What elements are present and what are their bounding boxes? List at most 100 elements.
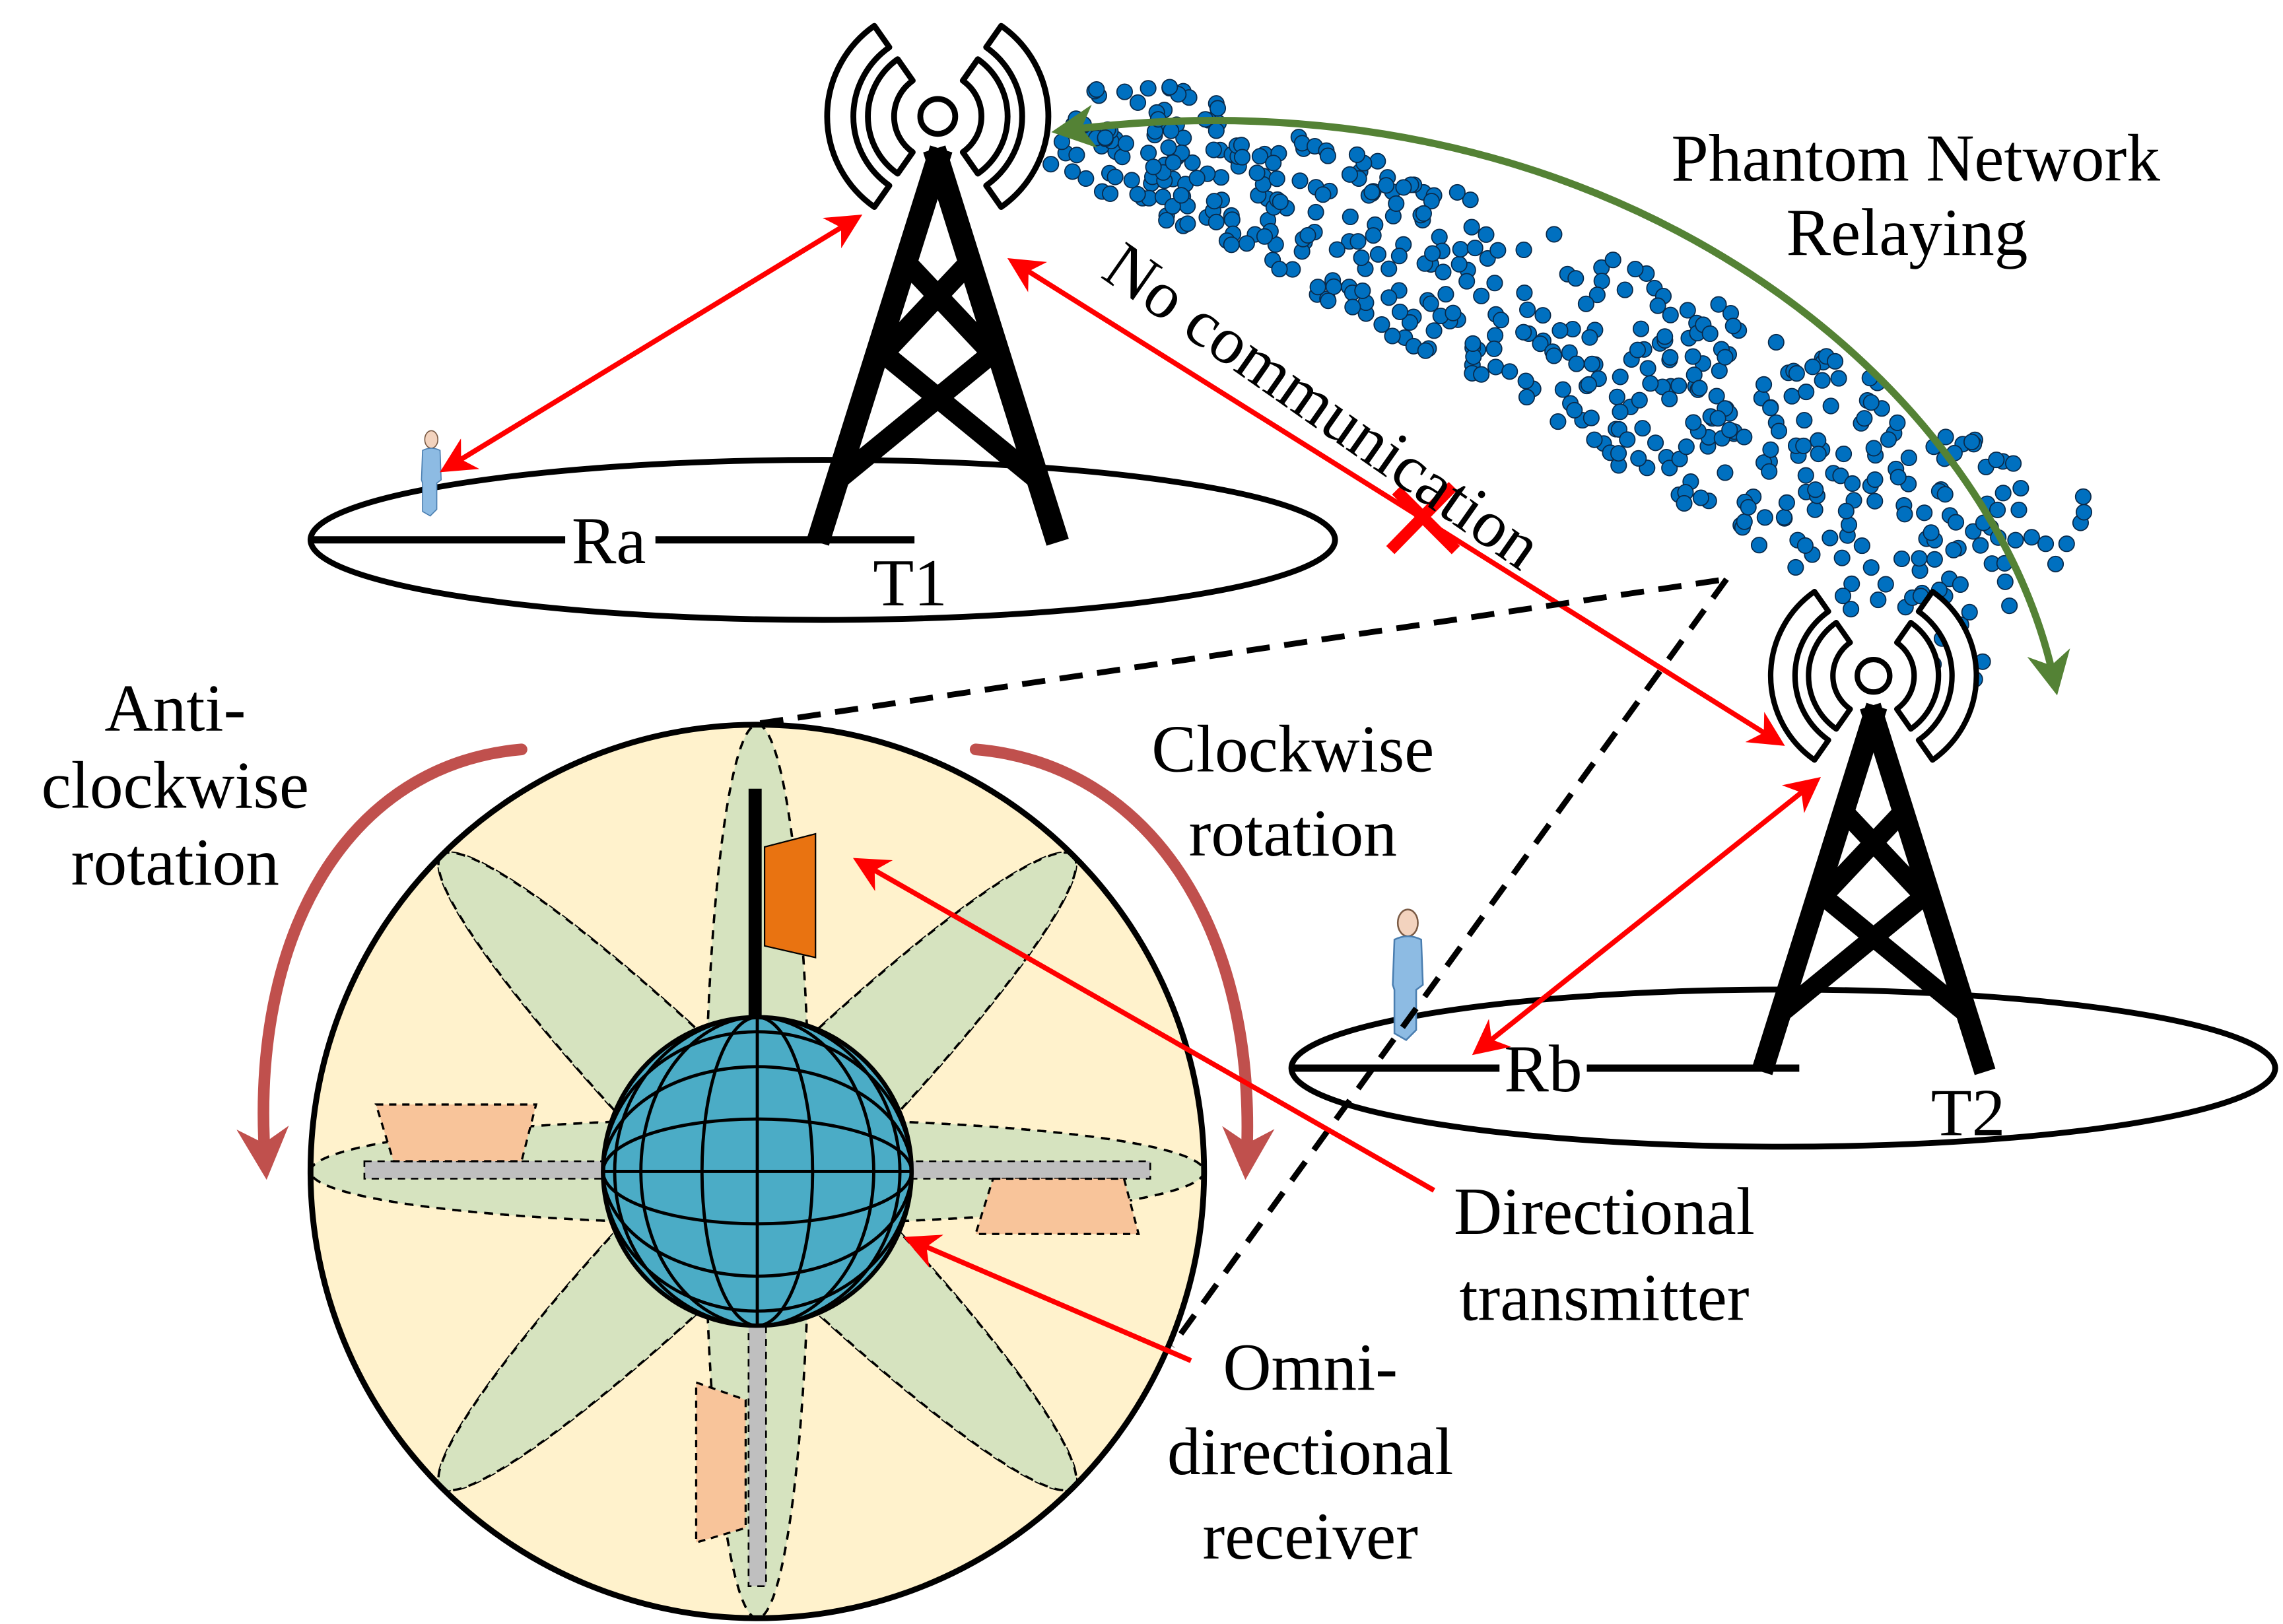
relay-node <box>1804 358 1822 376</box>
relay-node <box>1724 318 1742 335</box>
relay-node <box>1391 303 1409 320</box>
relay-node <box>1450 255 1468 273</box>
relay-node <box>1466 240 1483 257</box>
relay-node <box>1068 147 1085 164</box>
relay-node <box>1806 501 1823 518</box>
relay-node <box>1822 397 1839 415</box>
relay-node <box>1314 186 1332 203</box>
relay-node <box>1797 467 1814 484</box>
relay-node <box>1519 301 1536 318</box>
relay-node <box>1369 152 1386 170</box>
phantom-label-line2: Relaying <box>1786 195 2027 269</box>
omni-label-line1: Omni- <box>1223 1330 1398 1404</box>
relay-node <box>1807 481 1824 498</box>
relay-node <box>1487 358 1505 376</box>
relay-node <box>2074 488 2092 505</box>
blocked-x-icon <box>1386 482 1460 555</box>
relay-node <box>1833 549 1851 566</box>
relay-node <box>1501 363 1518 380</box>
relay-node <box>1395 179 1412 196</box>
relay-node <box>1830 370 1847 387</box>
relay-node <box>1612 368 1629 386</box>
relay-node <box>1445 304 1462 321</box>
relay-node <box>1417 342 1434 359</box>
relay-node <box>1265 154 1282 172</box>
relay-node <box>1486 275 1503 292</box>
omni-receiver-label: Omni- directional receiver <box>1167 1330 1453 1573</box>
relay-node <box>1299 226 1316 244</box>
relay-node <box>1762 399 1779 417</box>
relay-node <box>1248 164 1266 182</box>
relay-node <box>1268 170 1285 187</box>
relay-node <box>1424 245 1441 262</box>
relay-node <box>1233 149 1251 166</box>
relay-node <box>1309 279 1326 296</box>
relay-node <box>1272 193 1289 211</box>
relay-node <box>1798 384 1815 401</box>
relay-node <box>1546 347 1563 364</box>
relay-node <box>1947 514 1965 531</box>
cw-label-line1: Clockwise <box>1151 712 1434 786</box>
relay-node <box>2058 535 2075 553</box>
relay-node <box>1140 80 1157 97</box>
relay-node <box>2001 597 2018 615</box>
relay-node <box>1140 145 1157 162</box>
relay-node <box>1517 372 1534 389</box>
relay-node <box>1344 298 1361 316</box>
relay-node <box>1837 502 1855 520</box>
relay-node <box>1788 365 1805 382</box>
relay-node <box>1377 177 1395 194</box>
directional-transmitter-label: Directional transmitter <box>1454 1174 1755 1334</box>
relay-node <box>1945 541 1962 558</box>
relay-node <box>1117 135 1134 152</box>
t1-coverage-area: Ra T1 <box>307 457 1338 623</box>
relay-node <box>1107 168 1124 186</box>
relay-node <box>1068 110 1085 127</box>
relay-node <box>1843 601 1860 618</box>
relay-node <box>1770 423 1788 440</box>
relay-node <box>1647 434 1664 452</box>
directional-transmitter-pointer <box>852 858 1435 1193</box>
relay-node <box>1709 410 1726 427</box>
transceiver-detail-view <box>307 722 1208 1621</box>
relay-node <box>1736 428 1753 446</box>
relay-node <box>1630 450 1647 467</box>
relay-node <box>1341 166 1358 183</box>
relay-node <box>1642 375 1659 392</box>
relay-node <box>1862 394 1880 411</box>
relay-node <box>1208 122 1225 139</box>
relay-node <box>1634 420 1651 437</box>
relay-node <box>1676 494 1693 512</box>
relay-node <box>2012 479 2029 497</box>
relay-node <box>1160 139 1177 156</box>
relay-node <box>1988 451 2005 469</box>
boom-left <box>363 1160 613 1180</box>
relay-node <box>1463 219 1480 236</box>
relay-node <box>1717 349 1734 366</box>
relay-node <box>1775 509 1792 526</box>
relay-node <box>1767 333 1785 351</box>
relay-node <box>1567 270 1584 287</box>
relay-node <box>1627 261 1644 278</box>
clockwise-rotation-label: Clockwise rotation <box>1151 712 1434 870</box>
relay-node <box>1179 215 1196 232</box>
anti-label-line2: clockwise <box>42 748 309 822</box>
relay-node <box>1581 329 1598 346</box>
clockwise-rotation-arrow <box>969 743 1275 1180</box>
relay-node <box>1604 252 1621 269</box>
relay-node <box>1518 388 1536 406</box>
relay-node <box>1161 79 1178 96</box>
relay-node <box>1328 241 1346 258</box>
relay-node <box>2047 555 2064 572</box>
relay-node <box>1827 353 1844 370</box>
relay-node <box>1810 445 1827 463</box>
cw-label-line2: rotation <box>1189 796 1397 870</box>
relay-node <box>2005 455 2022 472</box>
dir-label-line2: transmitter <box>1459 1260 1749 1334</box>
relay-node <box>1478 226 1495 243</box>
receiver-panel-right <box>974 1177 1140 1235</box>
relay-node <box>1629 341 1647 358</box>
relay-node <box>1123 172 1140 189</box>
relay-node <box>1437 286 1454 303</box>
relay-node <box>1893 550 1911 568</box>
